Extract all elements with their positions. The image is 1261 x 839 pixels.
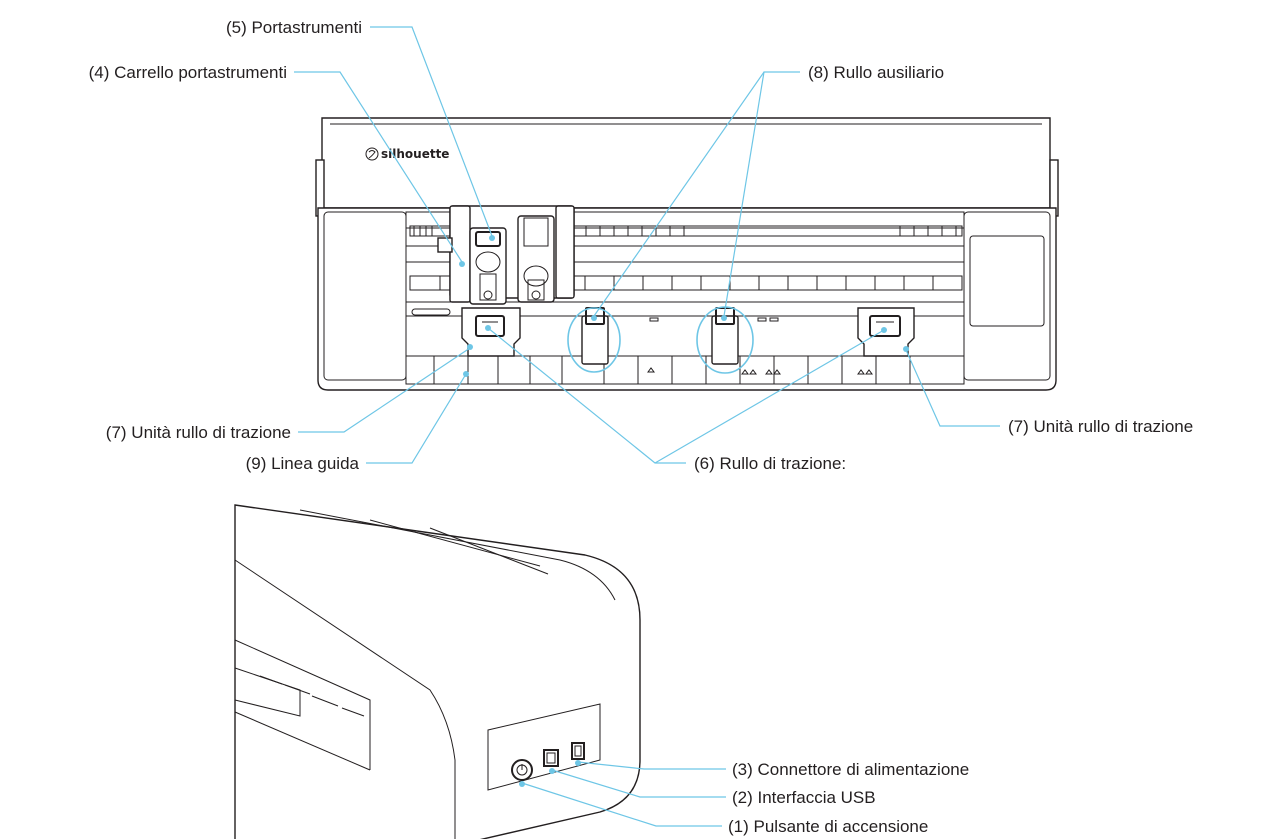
label-pinch-roller-unit-right: (7) Unità rullo di trazione (1008, 417, 1193, 436)
tool-carriage (437, 205, 575, 305)
label-tool-carriage: (4) Carrello portastrumenti (89, 63, 287, 82)
silhouette-logo-icon: silhouette (365, 147, 449, 161)
pinch-roller-unit-left (461, 307, 521, 357)
label-auxiliary-roller: (8) Rullo ausiliario (808, 63, 944, 82)
label-power-connector: (3) Connettore di alimentazione (732, 760, 969, 779)
callout-labels: (5) Portastrumenti (4) Carrello portastr… (89, 18, 1194, 836)
label-pinch-roller-unit-left: (7) Unità rullo di trazione (106, 423, 291, 442)
label-power-button: (1) Pulsante di accensione (728, 817, 928, 836)
front-view: silhouette (315, 117, 1059, 391)
usb-port-icon (543, 749, 559, 767)
label-guide-line: (9) Linea guida (246, 454, 360, 473)
power-button-icon (511, 759, 533, 781)
rear-view (234, 504, 641, 839)
brand-logo-text: silhouette (381, 147, 449, 161)
power-jack-icon (571, 742, 585, 760)
label-tool-holder: (5) Portastrumenti (226, 18, 362, 37)
label-usb-interface: (2) Interfaccia USB (732, 788, 876, 807)
label-pinch-roller: (6) Rullo di trazione: (694, 454, 846, 473)
leader-lines (294, 26, 1000, 827)
